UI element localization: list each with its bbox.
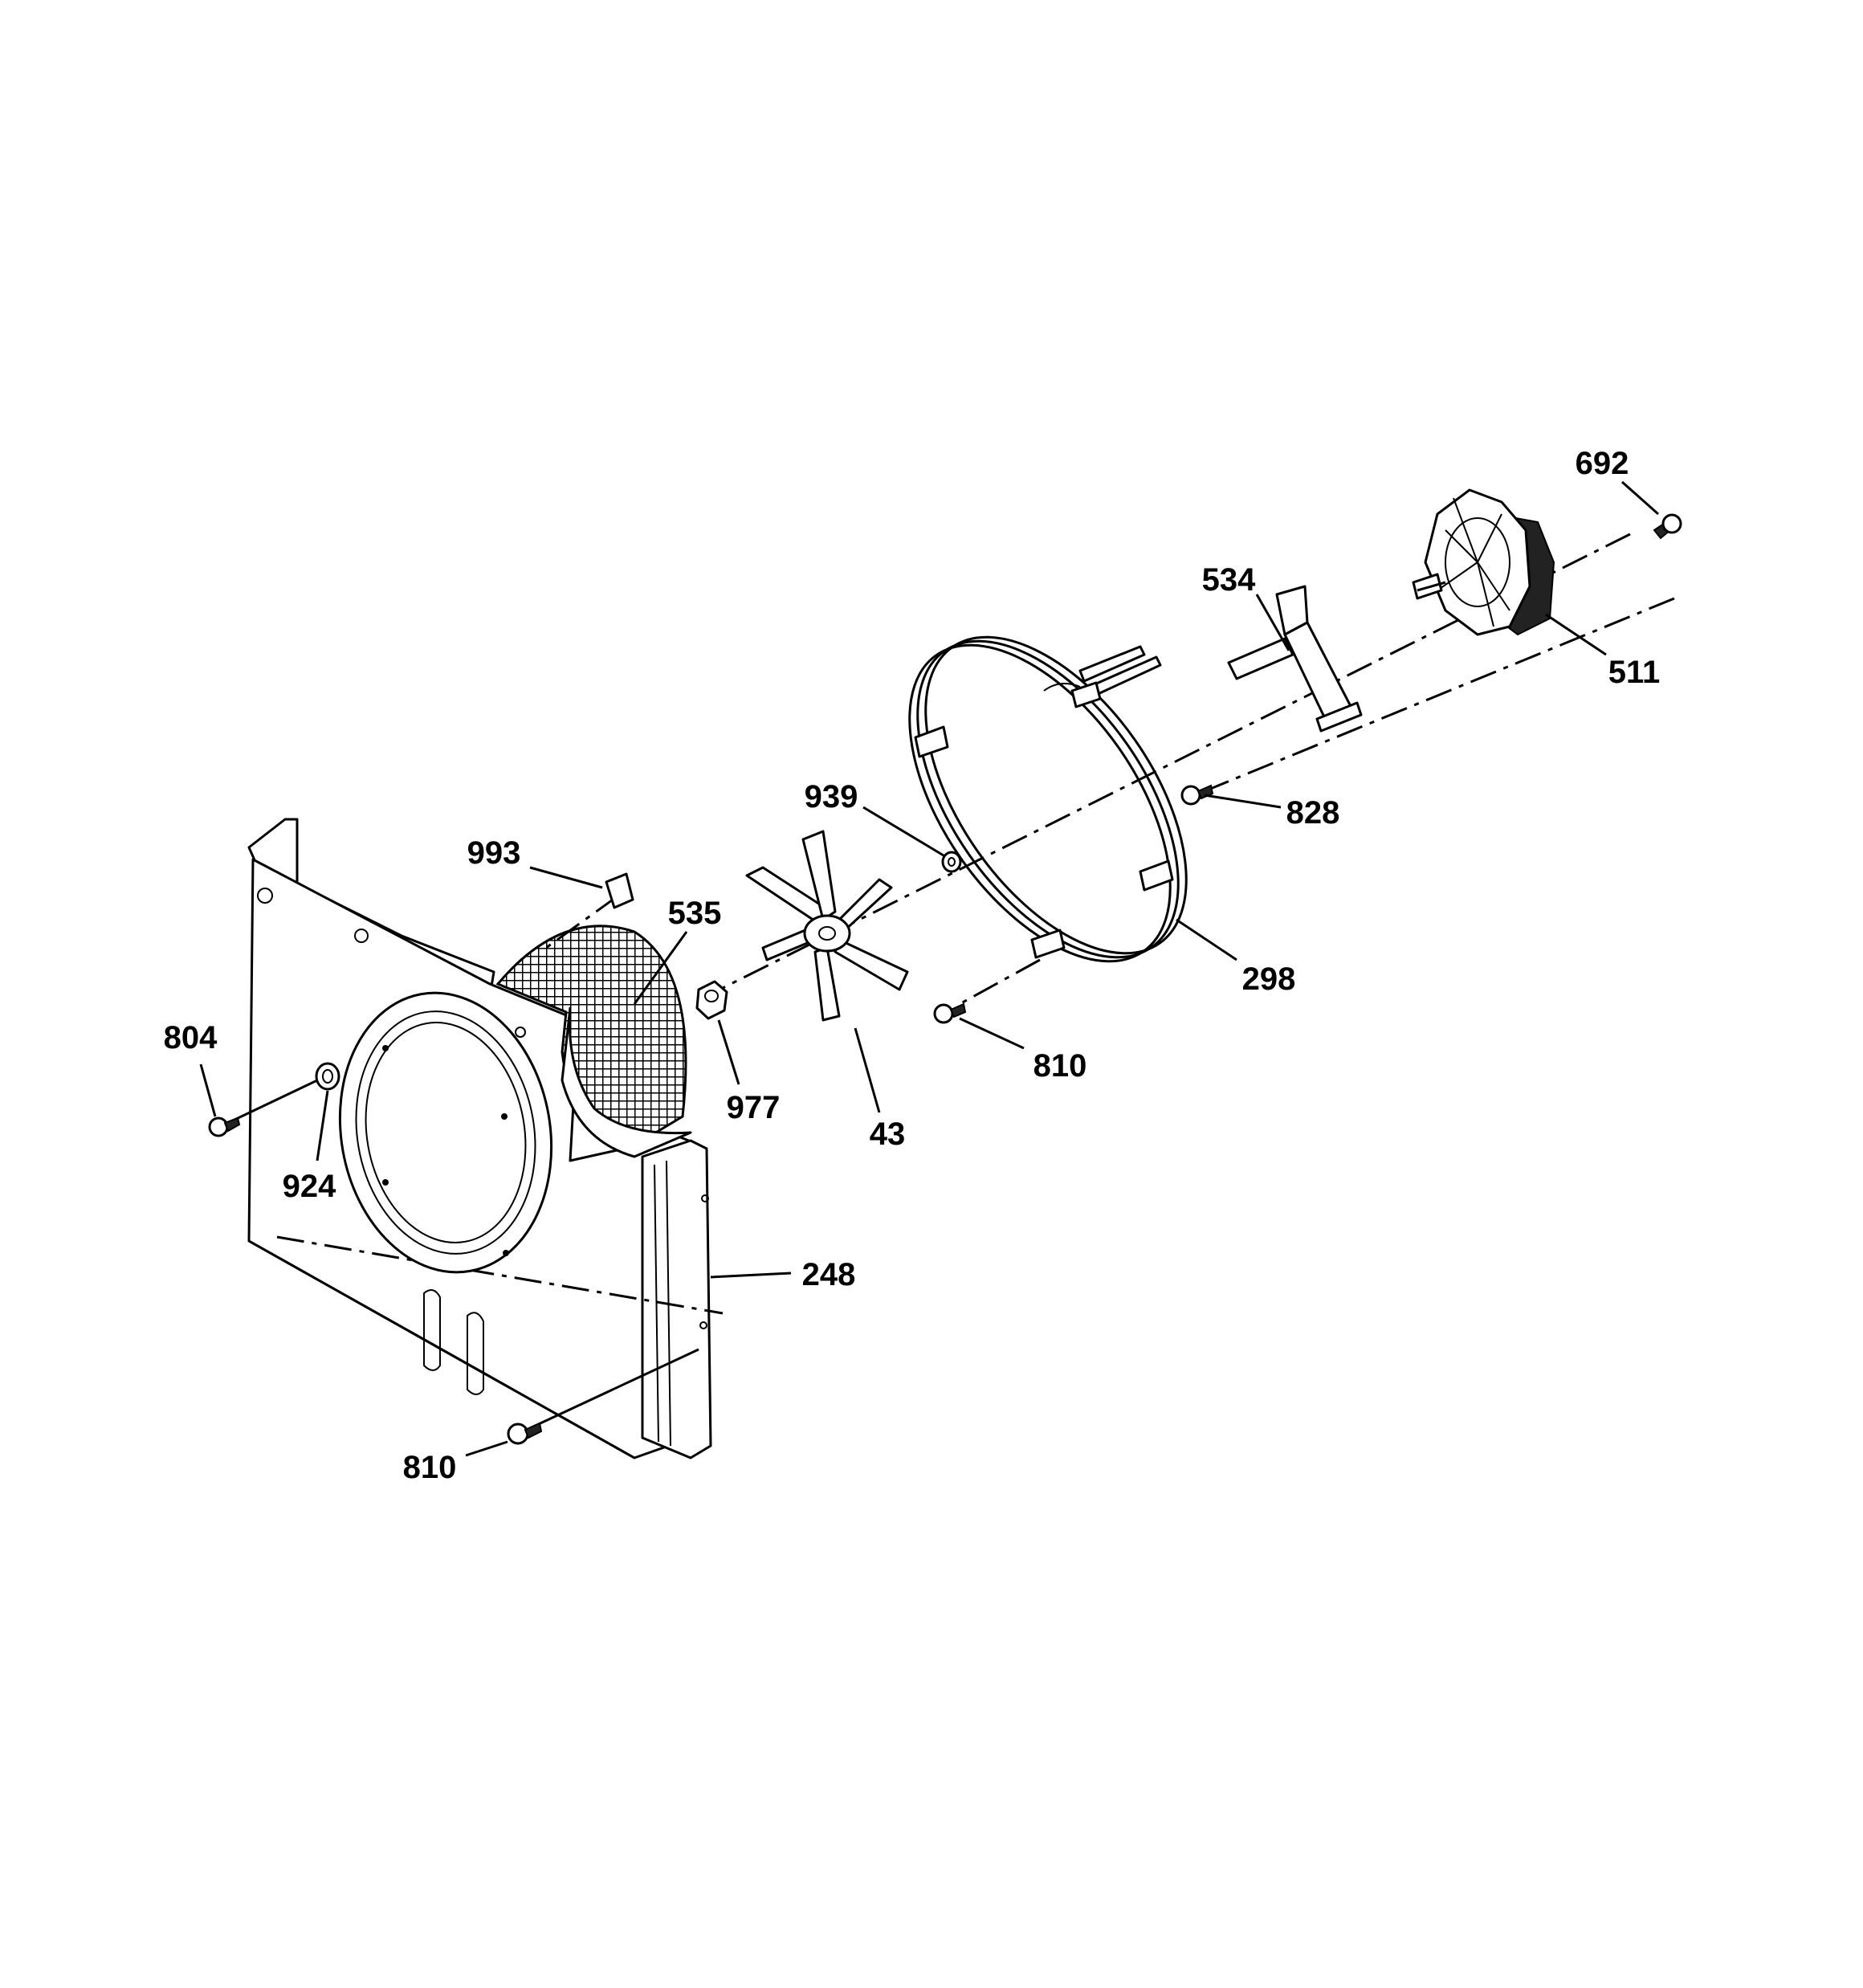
clip-993 [605,872,634,909]
screw-810-lower [507,1422,543,1445]
screw-810-middle [933,1002,967,1024]
fan-motor-511 [1412,488,1555,636]
callout-43: 43 [870,1116,906,1152]
fan-blade-43 [745,830,909,1022]
screw-804 [208,1116,241,1137]
grommet-924 [315,1062,340,1091]
washer-939 [941,851,962,873]
callout-993: 993 [467,835,521,871]
callout-828: 828 [1286,795,1340,831]
screw-692 [1653,513,1682,540]
callout-535: 535 [668,896,722,931]
callout-977: 977 [727,1090,781,1125]
screw-axis-828 [1204,597,1675,793]
callout-804: 804 [164,1020,218,1055]
callout-511: 511 [1608,655,1661,690]
callout-924: 924 [283,1169,336,1204]
callout-939: 939 [805,779,858,814]
heating-element-298 [908,635,1188,963]
callout-248: 248 [802,1257,856,1292]
screw-828 [1180,784,1214,806]
callout-810-lower: 810 [403,1450,457,1485]
bracket-534 [1227,585,1363,733]
callout-298: 298 [1242,961,1296,997]
leader-lines [199,480,1659,1457]
nut-977 [695,980,728,1020]
panel-opening-ring [338,991,553,1274]
callout-810-middle: 810 [1033,1048,1087,1084]
callout-534: 534 [1202,562,1256,598]
callout-692: 692 [1576,446,1629,481]
